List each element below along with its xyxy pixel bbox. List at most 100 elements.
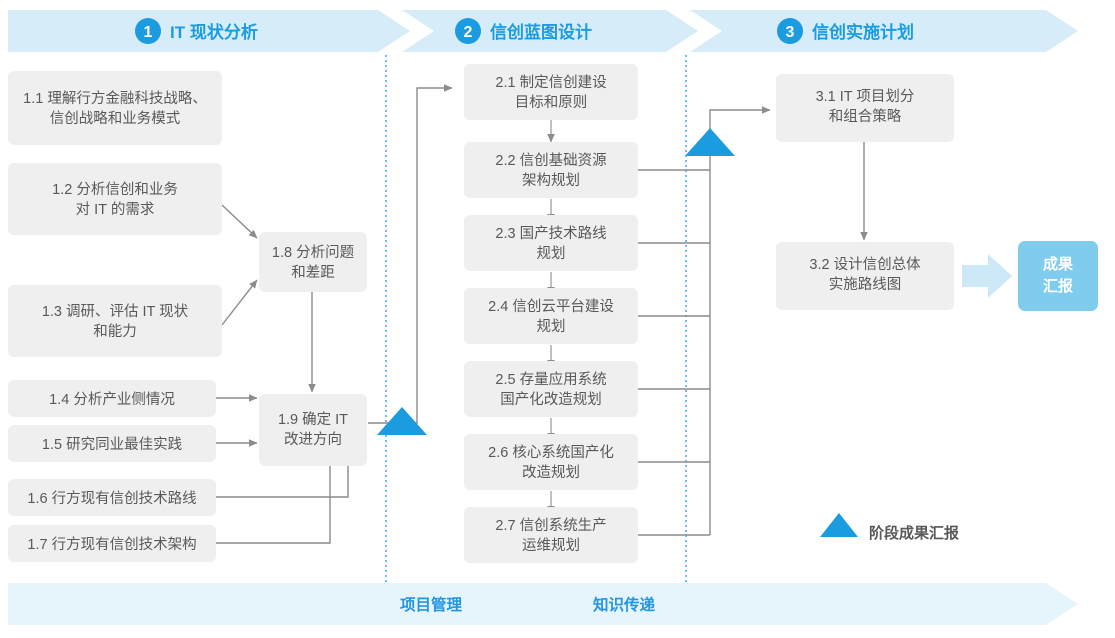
- node-label-line2: 规划: [537, 245, 566, 262]
- node-1-1[interactable]: 1.1 理解行方金融科技战略、 信创战略和业务模式: [8, 71, 222, 145]
- legend-label: 阶段成果汇报: [869, 524, 959, 542]
- result-badge-box: [1018, 241, 1098, 311]
- node-box: [8, 163, 222, 235]
- node-label-line1: 1.2 分析信创和业务: [52, 181, 178, 198]
- node-label-line1: 1.3 调研、评估 IT 现状: [42, 303, 189, 320]
- node-1-2[interactable]: 1.2 分析信创和业务 对 IT 的需求: [8, 163, 222, 235]
- node-box: [464, 215, 638, 271]
- node-3-2[interactable]: 3.2 设计信创总体 实施路线图: [776, 242, 954, 310]
- node-label-line2: 信创战略和业务模式: [50, 110, 181, 127]
- footer-band-shape: [8, 583, 1078, 625]
- node-box: [8, 479, 216, 516]
- node-label-line2: 运维规划: [522, 537, 580, 554]
- phase-title-2: 信创蓝图设计: [490, 22, 592, 42]
- milestone-triangle-phase2[interactable]: [685, 128, 735, 156]
- node-label-line1: 2.1 制定信创建设: [495, 74, 606, 91]
- node-1-8[interactable]: 1.8 分析问题 和差距: [259, 232, 367, 292]
- phase-number-3: 3: [786, 24, 795, 41]
- node-1-4[interactable]: 1.4 分析产业侧情况: [8, 380, 216, 417]
- node-label-line2: 对 IT 的需求: [76, 201, 155, 218]
- node-2-4[interactable]: 2.4 信创云平台建设 规划: [464, 288, 638, 344]
- node-1-6[interactable]: 1.6 行方现有信创技术路线: [8, 479, 216, 516]
- node-box: [8, 380, 216, 417]
- phase-header-2[interactable]: 2 信创蓝图设计: [455, 18, 592, 44]
- node-2-3[interactable]: 2.3 国产技术路线 规划: [464, 215, 638, 271]
- phase-number-2: 2: [464, 24, 473, 41]
- node-box: [259, 232, 367, 292]
- node-box: [464, 434, 638, 490]
- node-label-line2: 国产化改造规划: [500, 391, 602, 408]
- node-label-line1: 1.9 确定 IT: [278, 411, 348, 428]
- header-chevron-1: [378, 10, 434, 52]
- node-2-2[interactable]: 2.2 信创基础资源 架构规划: [464, 142, 638, 198]
- node-label-line1: 2.2 信创基础资源: [495, 152, 607, 169]
- phase-header-band: [8, 10, 1078, 52]
- node-box: [8, 71, 222, 145]
- header-chevron-2: [666, 10, 722, 52]
- node-label-line1: 2.6 核心系统国产化: [488, 444, 614, 461]
- phase-number-badge-1: [135, 18, 161, 44]
- node-box: [8, 425, 216, 462]
- phase-title-1: IT 现状分析: [170, 22, 258, 42]
- node-1-5[interactable]: 1.5 研究同业最佳实践: [8, 425, 216, 462]
- node-label-line1: 1.1 理解行方金融科技战略、: [23, 90, 207, 107]
- node-label-line2: 目标和原则: [515, 94, 588, 111]
- node-label-line2: 实施路线图: [829, 276, 902, 293]
- node-box: [8, 525, 216, 562]
- node-label-line2: 改造规划: [522, 464, 580, 481]
- node-label-line2: 和组合策略: [829, 108, 902, 125]
- phase-title-3: 信创实施计划: [812, 22, 914, 42]
- node-box: [259, 394, 367, 466]
- node-1-3[interactable]: 1.3 调研、评估 IT 现状 和能力: [8, 285, 222, 357]
- phase-number-badge-3: [777, 18, 803, 44]
- node-1-9[interactable]: 1.9 确定 IT 改进方向: [259, 394, 367, 466]
- node-box: [464, 142, 638, 198]
- phase-number-1: 1: [144, 24, 153, 41]
- node-label-line1: 1.8 分析问题: [272, 244, 354, 261]
- node-label-line2: 规划: [537, 318, 566, 335]
- header-band-shape: [8, 10, 1078, 52]
- node-box: [464, 288, 638, 344]
- connectors-phase1: [216, 84, 453, 544]
- node-label-line1: 3.1 IT 项目划分: [816, 88, 915, 105]
- node-label-line1: 2.5 存量应用系统: [495, 370, 606, 388]
- node-2-1[interactable]: 2.1 制定信创建设 目标和原则: [464, 64, 638, 120]
- node-1-7[interactable]: 1.7 行方现有信创技术架构: [8, 525, 216, 562]
- node-box: [464, 361, 638, 417]
- phase-number-badge-2: [455, 18, 481, 44]
- node-label-line1: 1.6 行方现有信创技术路线: [27, 490, 196, 507]
- footer-band: 项目管理 知识传递: [8, 583, 1078, 625]
- node-label-line2: 架构规划: [522, 172, 580, 189]
- node-box: [464, 64, 638, 120]
- result-badge-line1: 成果: [1043, 255, 1074, 273]
- phase-header-1[interactable]: 1 IT 现状分析: [135, 18, 258, 44]
- result-badge[interactable]: 成果 汇报: [1018, 241, 1098, 311]
- node-2-7[interactable]: 2.7 信创系统生产 运维规划: [464, 507, 638, 563]
- node-2-6[interactable]: 2.6 核心系统国产化 改造规划: [464, 434, 638, 490]
- node-label-line2: 和能力: [93, 323, 137, 340]
- node-label-line1: 3.2 设计信创总体: [809, 256, 921, 273]
- node-2-5[interactable]: 2.5 存量应用系统 国产化改造规划: [464, 361, 638, 417]
- node-label-line1: 1.4 分析产业侧情况: [49, 391, 175, 408]
- footer-label-0: 项目管理: [400, 595, 463, 614]
- node-label-line1: 2.3 国产技术路线: [495, 225, 606, 242]
- node-label-line1: 1.7 行方现有信创技术架构: [27, 536, 196, 553]
- node-label-line2: 改进方向: [284, 431, 342, 448]
- footer-label-1: 知识传递: [593, 595, 656, 614]
- node-box: [776, 242, 954, 310]
- phase-header-3[interactable]: 3 信创实施计划: [777, 18, 914, 44]
- node-3-1[interactable]: 3.1 IT 项目划分 和组合策略: [776, 74, 954, 142]
- result-arrow-shape: [962, 254, 1012, 298]
- node-label-line1: 1.5 研究同业最佳实践: [42, 436, 182, 453]
- milestone-triangle-phase1[interactable]: [377, 407, 427, 435]
- node-box: [776, 74, 954, 142]
- node-label-line1: 2.4 信创云平台建设: [488, 298, 614, 315]
- node-box: [464, 507, 638, 563]
- node-box: [8, 285, 222, 357]
- legend: 阶段成果汇报: [820, 513, 959, 542]
- triangle-icon: [820, 513, 858, 537]
- result-arrow: [962, 254, 1012, 298]
- connectors-phase2-to-phase3: [638, 106, 771, 536]
